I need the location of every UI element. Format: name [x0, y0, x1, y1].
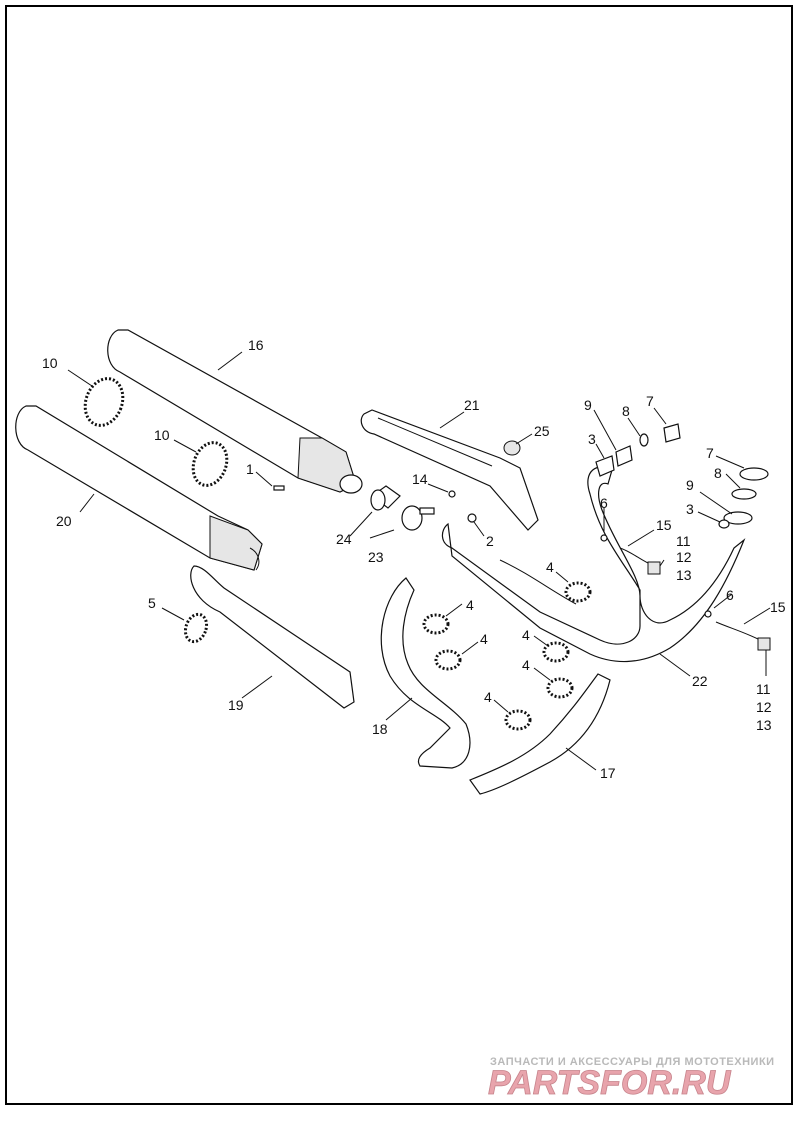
label-24: 24 — [336, 531, 352, 547]
header-pipe — [441, 466, 746, 663]
rear-pipe — [190, 565, 355, 709]
label-17: 17 — [600, 765, 616, 781]
label-18: 18 — [372, 721, 388, 737]
label-13b: 13 — [756, 717, 772, 733]
label-4a: 4 — [546, 559, 554, 575]
label-6b: 6 — [726, 587, 734, 603]
label-7a: 7 — [646, 393, 654, 409]
label-23: 23 — [368, 549, 384, 565]
label-4c: 4 — [480, 631, 488, 647]
label-3a: 3 — [588, 431, 596, 447]
label-20: 20 — [56, 513, 72, 529]
oxygen-sensor-upper — [619, 547, 661, 575]
label-9a: 9 — [584, 397, 592, 413]
label-14: 14 — [412, 471, 428, 487]
upper-muffler — [107, 329, 363, 494]
label-9b: 9 — [686, 477, 694, 493]
oxygen-sensor-lower — [715, 621, 771, 651]
label-10a: 10 — [42, 355, 58, 371]
watermark-brand: PARTSFOR.RU — [488, 1064, 732, 1102]
label-15b: 15 — [770, 599, 786, 615]
label-25: 25 — [534, 423, 550, 439]
label-4d: 4 — [522, 627, 530, 643]
label-12b: 12 — [756, 699, 772, 715]
label-16: 16 — [248, 337, 264, 353]
drawing-frame — [5, 5, 793, 1105]
label-22: 22 — [692, 673, 708, 689]
label-1: 1 — [246, 461, 254, 477]
left-pipe — [380, 577, 471, 769]
label-4b: 4 — [466, 597, 474, 613]
watermark-logo: PARTSFOR.RU — [488, 1064, 732, 1102]
label-10b: 10 — [154, 427, 170, 443]
label-15a: 15 — [656, 517, 672, 533]
label-21: 21 — [464, 397, 480, 413]
label-5: 5 — [148, 595, 156, 611]
right-pipe — [469, 673, 611, 795]
label-7b: 7 — [706, 445, 714, 461]
label-4f: 4 — [484, 689, 492, 705]
lower-muffler — [15, 405, 263, 571]
label-11b: 11 — [756, 681, 771, 697]
fasteners — [273, 485, 712, 618]
label-11a: 11 — [676, 533, 691, 549]
label-3b: 3 — [686, 501, 694, 517]
label-2: 2 — [486, 533, 494, 549]
hose-clamps — [83, 377, 592, 731]
flange-lower — [718, 467, 769, 529]
label-4e: 4 — [522, 657, 530, 673]
label-13a: 13 — [676, 567, 692, 583]
watermark-tagline: ЗАПЧАСТИ И АКСЕССУАРЫ ДЛЯ МОТОТЕХНИКИ — [490, 1056, 775, 1068]
grommet — [503, 440, 521, 456]
label-6a: 6 — [600, 495, 608, 511]
heat-shield-bracket — [360, 409, 539, 531]
callout-labels: 10 16 10 1 20 5 19 24 23 14 2 21 25 9 3 … — [42, 337, 786, 781]
muffler-clamp — [401, 505, 435, 531]
label-8b: 8 — [714, 465, 722, 481]
label-19: 19 — [228, 697, 244, 713]
leader-lines — [67, 351, 771, 771]
flange-upper — [595, 423, 681, 477]
sleeve — [370, 485, 401, 511]
label-8a: 8 — [622, 403, 630, 419]
label-12a: 12 — [676, 549, 692, 565]
